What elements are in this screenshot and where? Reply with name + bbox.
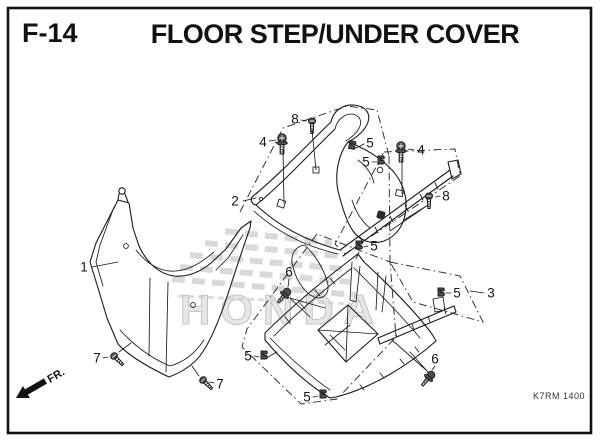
page-title: FLOOR STEP/UNDER COVER (151, 19, 520, 49)
trim-clip-icon (437, 287, 445, 297)
trim-clip-icon (355, 240, 363, 250)
diagram-code: K7RM 1400 (533, 391, 585, 401)
part-callout-3: 3 (487, 286, 495, 301)
part-callout-5: 5 (370, 239, 378, 254)
pan-screw-icon (197, 374, 215, 392)
arrow-icon (16, 378, 47, 399)
floor-step-drawing (250, 104, 462, 299)
part-callout-6: 6 (285, 265, 293, 280)
page-border (6, 6, 593, 435)
hardware-icons (108, 117, 445, 399)
part-callout-8: 8 (291, 112, 299, 127)
flange-bolt-icon (276, 133, 288, 155)
flange-bolt-icon (395, 141, 407, 163)
pan-screw-icon (108, 350, 126, 368)
figure-id: F-14 (22, 18, 78, 48)
part-callout-7: 7 (93, 351, 101, 366)
fr-label: FR. (46, 366, 67, 385)
fr-direction-arrow: FR. (16, 366, 67, 399)
part-callout-7: 7 (216, 377, 224, 392)
leader-lines (91, 119, 485, 398)
group-boundaries (239, 105, 484, 405)
watermark: HONDA (171, 228, 374, 333)
part-callout-4: 4 (259, 135, 267, 150)
part-callout-6: 6 (431, 352, 439, 367)
part-callout-5: 5 (453, 286, 461, 301)
pan-screw-icon (307, 117, 317, 135)
part-callout-1: 1 (80, 260, 88, 275)
part-callout-5: 5 (303, 390, 311, 405)
under-cover-drawing (264, 253, 457, 399)
part-callout-4: 4 (417, 143, 425, 158)
part-callout-5: 5 (366, 136, 374, 151)
part-callout-5: 5 (244, 349, 252, 364)
callout-layer: 1 2 3 4 4 5 5 5 5 5 5 6 6 7 7 8 8 (80, 112, 495, 405)
under-cover-front-drawing (89, 187, 252, 378)
trim-clip-icon (260, 350, 268, 360)
part-callout-8: 8 (442, 189, 450, 204)
rubber-plug (376, 210, 386, 220)
part-callout-5: 5 (362, 155, 370, 170)
part-callout-2: 2 (231, 194, 239, 209)
